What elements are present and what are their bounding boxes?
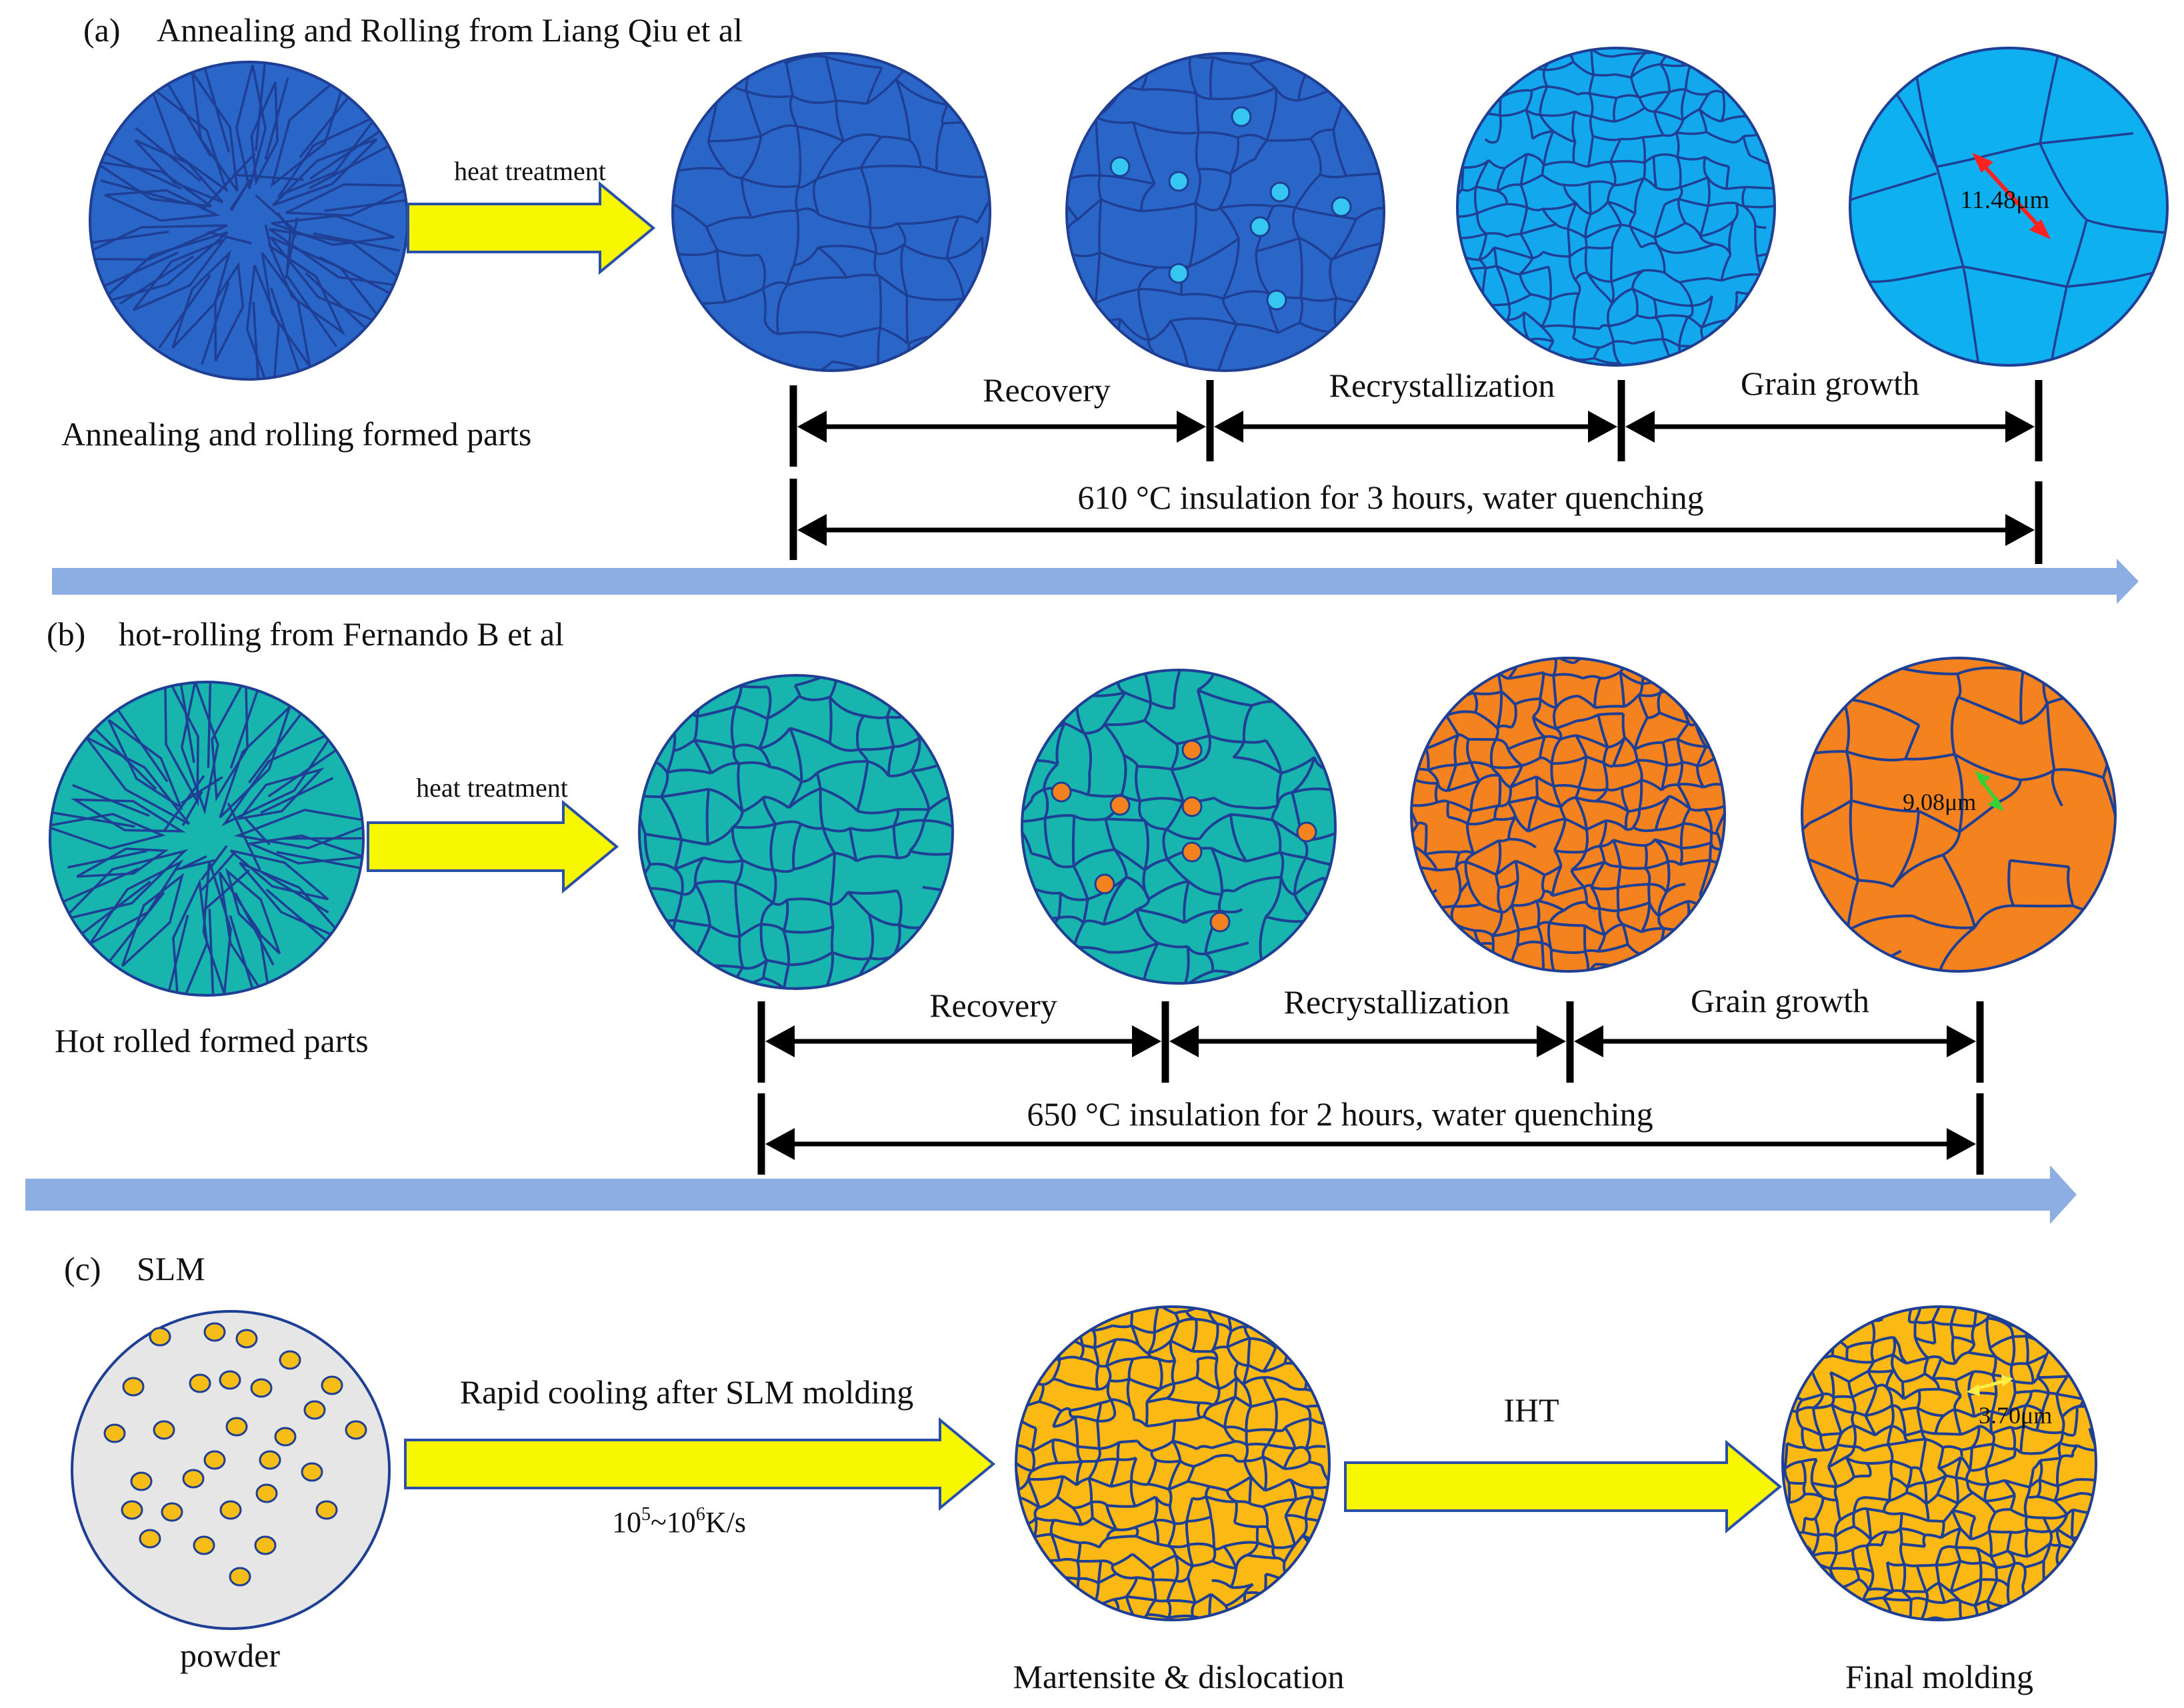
panel-a-grain-size-marker bbox=[1972, 153, 2051, 239]
panel-a-stage3-grain bbox=[1456, 47, 1776, 367]
powder-particle bbox=[219, 1500, 242, 1520]
powder-particle bbox=[103, 1423, 126, 1443]
powder-particle bbox=[229, 1567, 251, 1587]
panel-b-grain-size-marker bbox=[1975, 771, 2004, 811]
panel-c-cooling-rate: 105~106K/s bbox=[612, 1504, 746, 1539]
panel-b-start-caption: Hot rolled formed parts bbox=[55, 1022, 369, 1059]
panel-b-stage2-grain bbox=[1021, 669, 1337, 985]
panel-c-martensite bbox=[1015, 1305, 1331, 1621]
powder-particle bbox=[139, 1529, 161, 1549]
panel-c-powder bbox=[71, 1310, 391, 1630]
panel-c-cooling-arrow bbox=[404, 1417, 996, 1511]
panel-b-title: hot-rolling from Fernando B et al bbox=[119, 615, 564, 653]
panel-c-powder-caption: powder bbox=[180, 1637, 280, 1674]
powder-particle bbox=[121, 1500, 143, 1520]
panel-b: (b) hot-rolling from Fernando B et al he… bbox=[25, 615, 2117, 1224]
panel-b-stage3-grain bbox=[1410, 657, 1726, 973]
panel-c: (c) SLM powder Rapid cooling after SLM m… bbox=[64, 1250, 2097, 1695]
panel-b-arrow-label: heat treatment bbox=[416, 773, 568, 803]
panel-b-stage-grain-growth: Grain growth bbox=[1691, 982, 1869, 1019]
powder-particle bbox=[203, 1322, 226, 1342]
powder-particle bbox=[130, 1471, 153, 1491]
panel-a-start-caption: Annealing and rolling formed parts bbox=[61, 415, 531, 453]
powder-particle bbox=[303, 1400, 326, 1420]
powder-particle bbox=[274, 1427, 297, 1447]
powder-particle bbox=[315, 1500, 338, 1520]
panel-a-stage1-disc bbox=[671, 52, 991, 372]
powder-particle bbox=[250, 1378, 273, 1398]
panel-b-stage-recrystallization: Recrystallization bbox=[1284, 983, 1510, 1021]
panel-b-heat-arrow bbox=[367, 799, 619, 894]
panel-b-stage-ranges bbox=[757, 1001, 1984, 1083]
panel-c-powder-particles bbox=[103, 1322, 367, 1587]
powder-particle bbox=[321, 1375, 343, 1395]
panel-a-stage2-boundaries bbox=[1067, 53, 1384, 371]
panel-a-grain-size: 11.48μm bbox=[1960, 186, 2049, 214]
panel-b-stage1-disc bbox=[638, 674, 954, 990]
panel-a-stage2-grain bbox=[1065, 52, 1385, 372]
panel-a-heat-arrow bbox=[407, 181, 656, 275]
panel-c-cooling-label: Rapid cooling after SLM molding bbox=[460, 1373, 913, 1411]
panel-a-label: (a) bbox=[83, 11, 121, 49]
powder-particle bbox=[279, 1350, 301, 1370]
powder-particle bbox=[259, 1450, 281, 1470]
panel-a-condition-range bbox=[789, 479, 2043, 564]
panel-a-stage-recrystallization: Recrystallization bbox=[1329, 367, 1555, 404]
panel-b-stage-recovery: Recovery bbox=[929, 987, 1057, 1024]
powder-particle bbox=[255, 1483, 278, 1503]
panel-b-grain-size: 9.08μm bbox=[1903, 789, 1976, 815]
panel-a-stage1-grain bbox=[671, 52, 991, 372]
panel-a-stage4-disc bbox=[1849, 47, 2169, 367]
panel-c-grain-size: 3.70μm bbox=[1979, 1402, 2052, 1429]
powder-particle bbox=[203, 1450, 226, 1470]
powder-particle bbox=[225, 1417, 248, 1437]
panel-a-condition: 610 °C insulation for 3 hours, water que… bbox=[1077, 479, 1703, 516]
panel-b-label: (b) bbox=[47, 615, 85, 653]
powder-particle bbox=[254, 1535, 277, 1555]
panel-c-final-caption: Final molding bbox=[1845, 1658, 2033, 1695]
panel-c-grain-size-marker bbox=[1967, 1375, 2013, 1396]
panel-a-stage-grain-growth: Grain growth bbox=[1741, 365, 1919, 402]
panel-b-nuclei bbox=[1051, 739, 1317, 933]
panel-b-condition: 650 °C insulation for 2 hours, water que… bbox=[1027, 1095, 1653, 1133]
panel-a-arrow-label: heat treatment bbox=[454, 156, 606, 186]
panel-c-label: (c) bbox=[64, 1250, 101, 1287]
powder-particle bbox=[149, 1327, 171, 1347]
powder-particle bbox=[189, 1373, 211, 1393]
panel-a-stage-ranges bbox=[789, 380, 2043, 467]
panel-c-title: SLM bbox=[137, 1250, 205, 1287]
panel-a: (a) Annealing and Rolling from Liang Qiu… bbox=[52, 11, 2169, 604]
panel-c-final: 3.70μm bbox=[1781, 1305, 2097, 1621]
panel-a-title: Annealing and Rolling from Liang Qiu et … bbox=[157, 11, 743, 49]
panel-a-nuclei bbox=[1109, 106, 1352, 311]
powder-particle bbox=[219, 1370, 241, 1390]
powder-particle bbox=[182, 1469, 205, 1489]
powder-particle bbox=[301, 1462, 323, 1482]
powder-particle bbox=[345, 1420, 367, 1440]
panel-a-stage-recovery: Recovery bbox=[983, 371, 1111, 409]
powder-particle bbox=[235, 1329, 258, 1349]
panel-a-stage2-disc bbox=[1065, 52, 1385, 372]
panel-a-start-grain bbox=[89, 61, 409, 381]
panel-a-stage4-grain: 11.48μm bbox=[1849, 47, 2169, 367]
panel-b-stage2-disc bbox=[1021, 669, 1337, 985]
panel-b-condition-range bbox=[757, 1093, 1984, 1175]
powder-particle bbox=[161, 1502, 183, 1522]
panel-c-powder-disc bbox=[71, 1310, 391, 1630]
powder-particle bbox=[153, 1420, 175, 1440]
panel-a-timeline bbox=[52, 559, 2139, 604]
panel-b-start-columnar-grains bbox=[50, 682, 363, 995]
panel-c-martensite-caption: Martensite & dislocation bbox=[1013, 1658, 1344, 1695]
panel-b-stage1-grain bbox=[638, 674, 954, 990]
panel-b-stage4-grain: 9.08μm bbox=[1801, 657, 2117, 973]
panel-c-iht-label: IHT bbox=[1503, 1391, 1559, 1429]
panel-b-start-grain bbox=[49, 681, 365, 997]
panel-c-iht-arrow bbox=[1344, 1439, 1783, 1534]
panel-b-timeline bbox=[25, 1165, 2077, 1224]
powder-particle bbox=[193, 1535, 215, 1555]
powder-particle bbox=[122, 1377, 145, 1397]
